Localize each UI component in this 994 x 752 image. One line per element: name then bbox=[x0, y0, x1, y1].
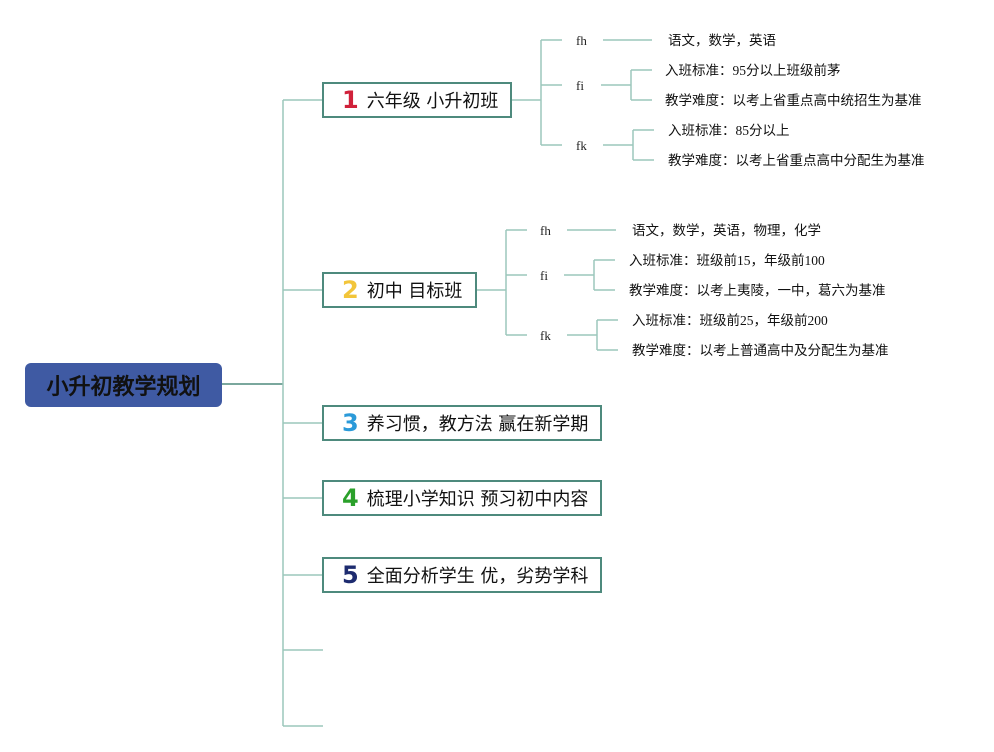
branch2-fk-leaf-2[interactable]: 教学难度：以考上普通高中及分配生为基准 bbox=[632, 343, 889, 358]
branch2-fi-node[interactable]: fi bbox=[540, 268, 548, 283]
number-badge-2: 2 bbox=[342, 276, 359, 304]
branch1-fk-leaf-2[interactable]: 教学难度：以考上省重点高中分配生为基准 bbox=[668, 153, 925, 168]
branch1-fi-node[interactable]: fi bbox=[576, 78, 584, 93]
number-badge-4: 4 bbox=[342, 484, 359, 512]
topic-label-3: 养习惯，教方法 赢在新学期 bbox=[366, 414, 589, 435]
topic-label-5: 全面分析学生 优，劣势学科 bbox=[366, 566, 589, 587]
topic-label-4: 梳理小学知识 预习初中内容 bbox=[366, 489, 589, 510]
branch1-fh-leaf[interactable]: 语文，数学，英语 bbox=[668, 33, 776, 48]
branch2-fh-node[interactable]: fh bbox=[540, 223, 551, 238]
branch1-fi-leaf-2[interactable]: 教学难度：以考上省重点高中统招生为基准 bbox=[665, 93, 922, 108]
topic-label-1: 六年级 小升初班 bbox=[366, 91, 499, 112]
topic-node-1[interactable]: 1 六年级 小升初班 bbox=[322, 82, 512, 118]
branch2-fh-leaf[interactable]: 语文，数学，英语，物理，化学 bbox=[632, 223, 821, 238]
topic-node-3[interactable]: 3 养习惯，教方法 赢在新学期 bbox=[322, 405, 602, 441]
number-badge-1: 1 bbox=[342, 86, 359, 114]
number-badge-3: 3 bbox=[342, 409, 359, 437]
root-label: 小升初教学规划 bbox=[46, 375, 201, 400]
topic-label-2: 初中 目标班 bbox=[366, 281, 463, 302]
topic-node-2[interactable]: 2 初中 目标班 bbox=[322, 272, 477, 308]
root-node[interactable]: 小升初教学规划 bbox=[25, 363, 222, 407]
branch1-fh-node[interactable]: fh bbox=[576, 33, 587, 48]
topic-node-4[interactable]: 4 梳理小学知识 预习初中内容 bbox=[322, 480, 602, 516]
branch2-fi-leaf-1[interactable]: 入班标准：班级前15，年级前100 bbox=[629, 253, 825, 268]
branch1-fi-leaf-1[interactable]: 入班标准：95分以上班级前茅 bbox=[665, 63, 841, 78]
branch2-fk-leaf-1[interactable]: 入班标准：班级前25，年级前200 bbox=[632, 313, 828, 328]
number-badge-5: 5 bbox=[342, 561, 359, 589]
branch2-fi-leaf-2[interactable]: 教学难度：以考上夷陵，一中，葛六为基准 bbox=[629, 283, 886, 298]
topic-node-5[interactable]: 5 全面分析学生 优，劣势学科 bbox=[322, 557, 602, 593]
branch1-fk-node[interactable]: fk bbox=[576, 138, 587, 153]
branch2-fk-node[interactable]: fk bbox=[540, 328, 551, 343]
branch1-fk-leaf-1[interactable]: 入班标准：85分以上 bbox=[668, 123, 790, 138]
